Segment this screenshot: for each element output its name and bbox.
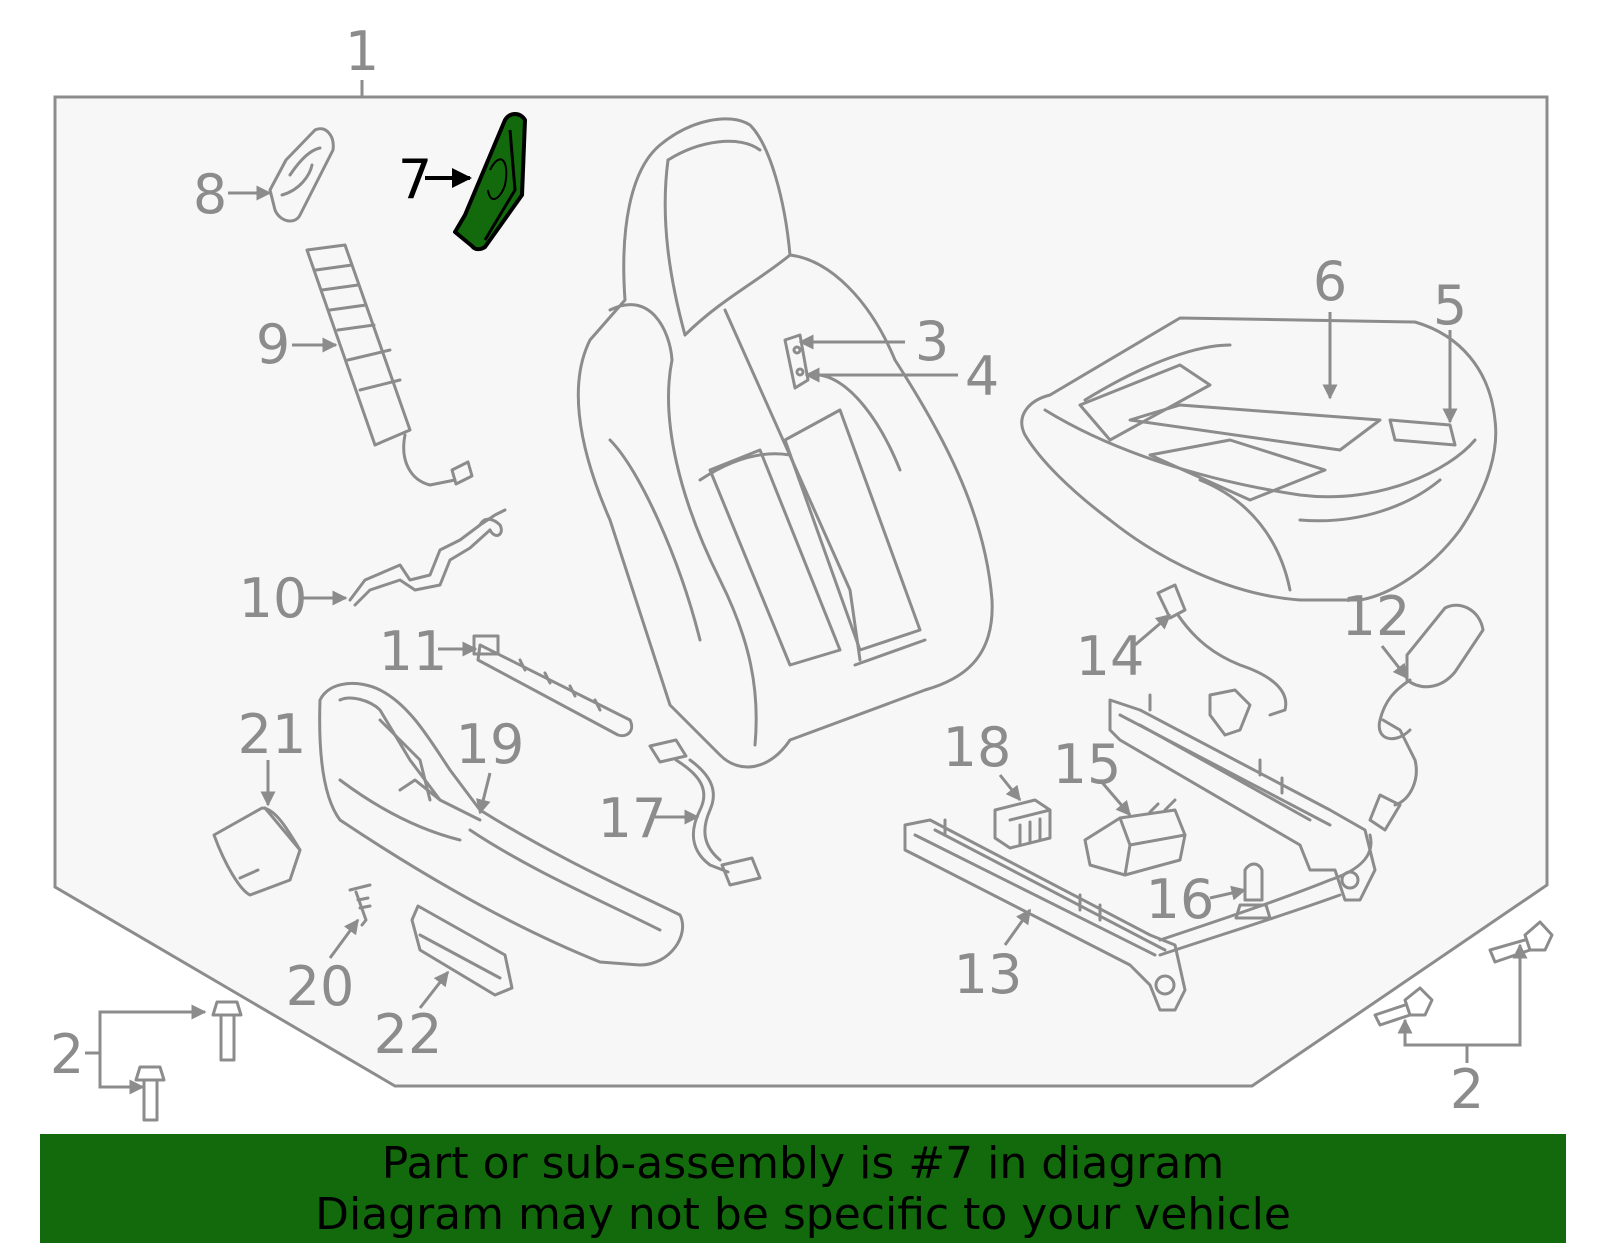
leader-arrow-14: [1134, 613, 1172, 647]
callout-2-right: 2: [1450, 1058, 1484, 1121]
part-14: [1156, 583, 1288, 737]
leader-arrow-18: [998, 774, 1022, 802]
callout-17: 17: [598, 787, 667, 850]
callout-21: 21: [238, 703, 307, 766]
banner-line-1: Part or sub-assembly is #7 in diagram: [381, 1137, 1225, 1189]
part-17: [648, 738, 762, 887]
callout-19: 19: [456, 713, 525, 776]
callout-18: 18: [943, 716, 1012, 779]
seat-back: [576, 117, 994, 769]
leader-arrow-22: [418, 970, 450, 1009]
leader-arrow-12: [1380, 645, 1409, 680]
callout-3: 3: [915, 310, 949, 373]
callout-20: 20: [286, 955, 355, 1018]
leader-arrow-20: [328, 918, 360, 959]
part-9: [305, 243, 474, 487]
callout-12: 12: [1342, 585, 1411, 648]
banner-line-2: Diagram may not be specific to your vehi…: [315, 1188, 1291, 1240]
part-18: [993, 798, 1052, 850]
callout-7: 7: [398, 148, 432, 211]
callout-10: 10: [239, 567, 308, 630]
callout-4: 4: [965, 345, 999, 408]
leader-arrow-19: [475, 772, 492, 815]
leader-bracket-2-left: [85, 1004, 207, 1095]
info-banner: Part or sub-assembly is #7 in diagram Di…: [40, 1134, 1566, 1243]
callout-1: 1: [345, 20, 379, 83]
callout-14: 14: [1076, 625, 1145, 688]
part-15: [1083, 798, 1187, 877]
callout-5: 5: [1433, 274, 1467, 337]
callout-6: 6: [1313, 250, 1347, 313]
leader-arrow-16: [1209, 885, 1247, 901]
callout-13: 13: [954, 943, 1023, 1006]
part-8: [268, 127, 335, 223]
callout-22: 22: [374, 1003, 443, 1066]
callout-15: 15: [1053, 733, 1122, 796]
part-20: [348, 883, 372, 927]
part-22: [410, 904, 514, 997]
callout-11: 11: [379, 620, 448, 683]
part-7-highlighted: [453, 112, 527, 252]
part-21: [212, 806, 302, 897]
leader-arrow-13: [1003, 908, 1032, 946]
leader-bracket-2-right: [1397, 943, 1528, 1063]
part-19: [318, 681, 685, 967]
assembly-panel: [53, 95, 1549, 1088]
leader-arrow-15: [1098, 779, 1132, 817]
callout-9: 9: [256, 313, 290, 376]
part-11: [472, 634, 634, 738]
callout-2-left: 2: [50, 1023, 84, 1086]
seat-cushion: [1020, 316, 1498, 602]
callout-16: 16: [1146, 868, 1215, 931]
part-12: [1368, 603, 1485, 832]
callout-8: 8: [193, 163, 227, 226]
part-10: [348, 508, 507, 607]
part-13: [903, 693, 1377, 1012]
